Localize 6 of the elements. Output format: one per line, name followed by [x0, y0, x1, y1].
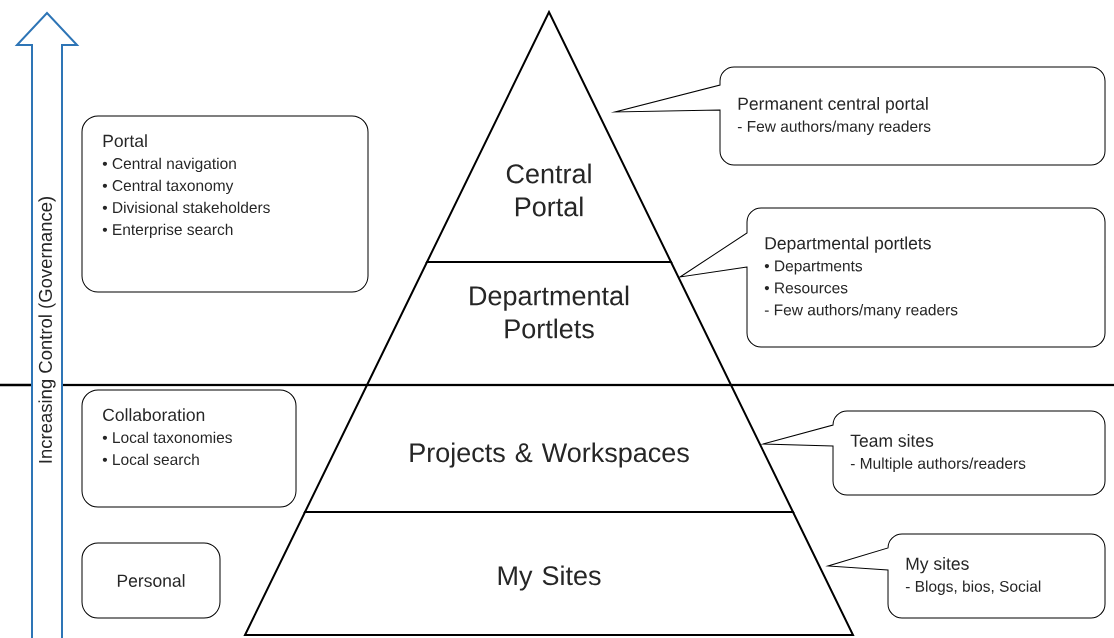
rounded-box: Portal • Central navigation • Central taxonomy • Divisional stakeholders • Enterprise search — [81, 115, 369, 293]
rounded-box: Personal — [81, 542, 221, 619]
callout-box: Team sites - Multiple authors/readers — [762, 410, 1106, 496]
callout-box: My sites - Blogs, bios, Social — [827, 533, 1106, 619]
callout-box: Departmental portlets • Departments • Resources - Few authors/many readers — [679, 207, 1106, 348]
rounded-box: Collaboration • Local taxonomies • Local search — [81, 389, 297, 508]
